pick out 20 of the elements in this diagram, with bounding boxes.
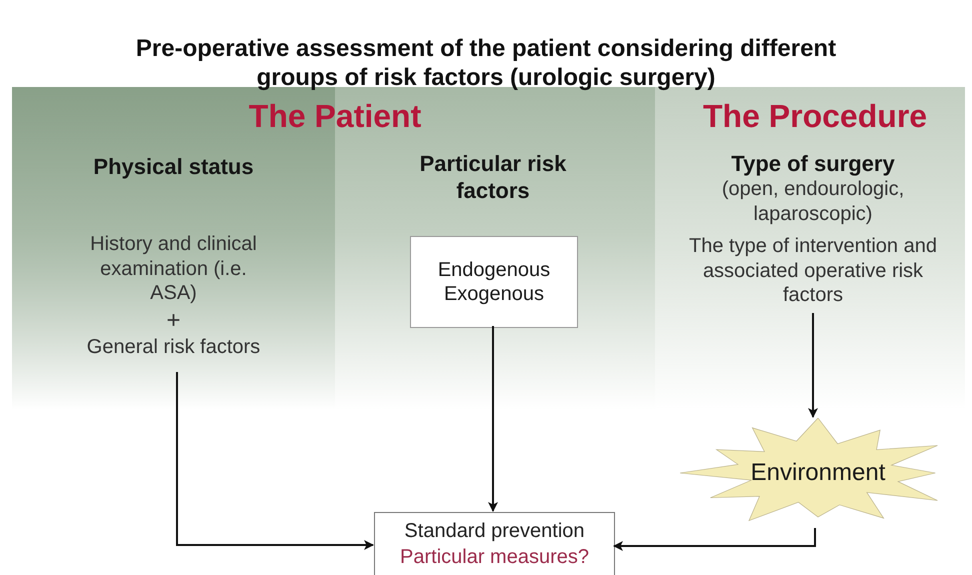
factor-box [410,236,578,328]
column-heading: Physical status [93,153,254,180]
plus-sign: + [166,306,180,334]
box-text: Endogenous Exogenous [436,258,552,306]
column-heading: Type of surgery [731,150,895,177]
subheading-text: (open, endourologic, laparoscopic) [720,177,906,226]
box-text: Particular measures? [400,545,589,570]
description-text: History and clinical examination (i.e. ASA) [89,232,258,306]
description-text: The type of intervention and associated operative risk factors [688,234,938,308]
arrow [488,326,498,512]
diagram-title: Pre-operative assessment of the patient considering different groups of risk factors (urologic surgery) [134,34,838,92]
arrow [176,372,374,550]
arrow [808,313,818,418]
box-text: Standard prevention [404,519,585,544]
column-heading: Particular risk factors [418,150,568,204]
burst-label: Environment [750,459,886,487]
arrow [613,528,816,551]
panel-heading: The Patient [248,97,422,135]
outcome-box [374,512,615,575]
description-text: General risk factors [86,334,260,359]
